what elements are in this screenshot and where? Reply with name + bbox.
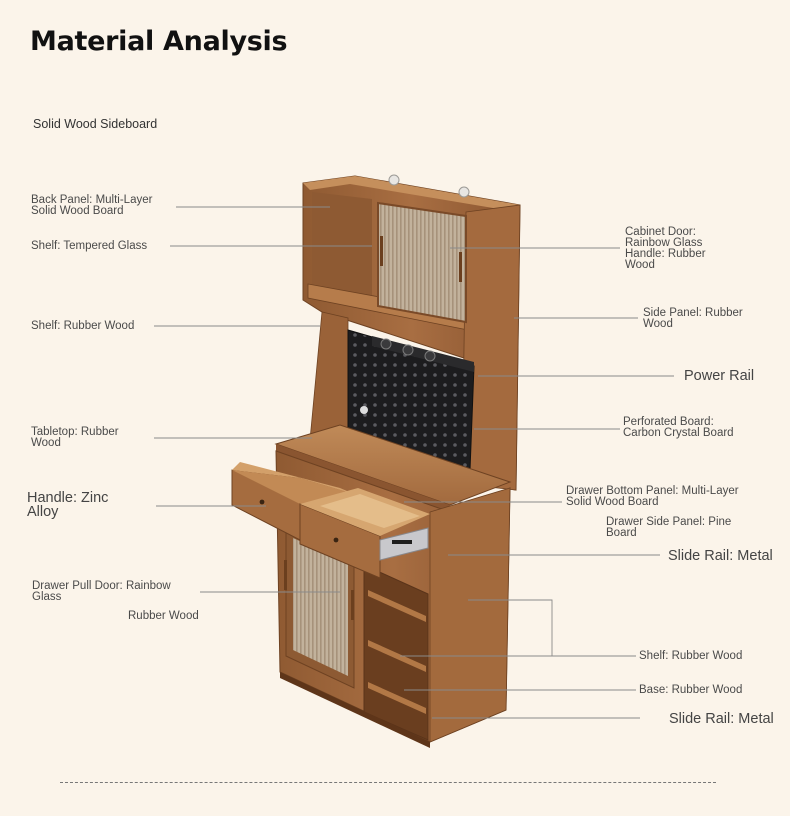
product-subtitle: Solid Wood Sideboard bbox=[33, 117, 158, 131]
label-slide-rail-bottom: Slide Rail: Metal bbox=[669, 711, 774, 727]
label-perforated-board: Perforated Board: Carbon Crystal Board bbox=[623, 416, 734, 439]
label-cabinet-door: Cabinet Door: Rainbow Glass Handle: Rubb… bbox=[625, 226, 706, 271]
label-tabletop: Tabletop: Rubber Wood bbox=[31, 426, 119, 449]
label-drawer-pull-door: Drawer Pull Door: Rainbow Glass bbox=[32, 580, 171, 603]
dashed-divider bbox=[60, 782, 716, 783]
label-side-panel: Side Panel: Rubber Wood bbox=[643, 307, 743, 330]
label-shelf-rubber-wood-bottom: Shelf: Rubber Wood bbox=[639, 650, 743, 662]
label-rubber-wood: Rubber Wood bbox=[128, 610, 199, 622]
page-title: Material Analysis bbox=[30, 26, 288, 57]
label-drawer-side-panel: Drawer Side Panel: Pine Board bbox=[606, 516, 732, 539]
label-power-rail: Power Rail bbox=[684, 368, 755, 384]
label-handle: Handle: Zinc Alloy bbox=[27, 490, 109, 520]
label-slide-rail-top: Slide Rail: Metal bbox=[668, 548, 773, 564]
label-shelf-rubber-wood-top: Shelf: Rubber Wood bbox=[31, 320, 135, 332]
label-back-panel: Back Panel: Multi-Layer Solid Wood Board bbox=[31, 194, 153, 217]
label-drawer-bottom-panel: Drawer Bottom Panel: Multi-Layer Solid W… bbox=[566, 485, 739, 508]
label-base: Base: Rubber Wood bbox=[639, 684, 743, 696]
label-shelf-tempered-glass: Shelf: Tempered Glass bbox=[31, 240, 148, 252]
